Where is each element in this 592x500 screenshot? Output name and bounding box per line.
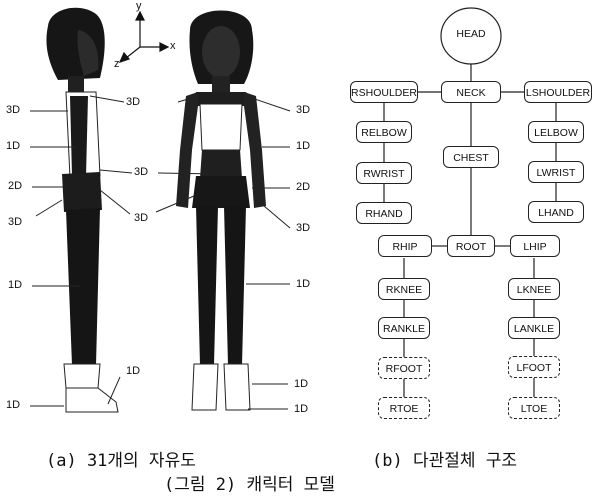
dof-label: 3D — [126, 96, 141, 108]
node-rhip: RHIP — [378, 235, 432, 257]
dof-label: 3D — [134, 166, 149, 178]
dof-label: 3D — [8, 216, 23, 228]
node-rfoot: RFOOT — [378, 357, 430, 379]
node-lshoulder: LSHOULDER — [524, 81, 592, 103]
caption-a: (a) 31개의 자유도 — [46, 451, 196, 471]
node-lhand: LHAND — [528, 201, 584, 223]
axis-label-y: y — [136, 0, 142, 12]
hierarchy-connectors — [383, 64, 557, 397]
node-lknee: LKNEE — [508, 278, 560, 300]
node-root: ROOT — [447, 235, 495, 257]
dof-label: 3D — [6, 104, 21, 116]
dof-label: 2D — [8, 180, 23, 192]
node-lfoot: LFOOT — [508, 356, 560, 378]
dof-label: 1D — [296, 278, 311, 290]
node-lankle: LANKLE — [508, 317, 560, 339]
node-lhip: LHIP — [510, 235, 560, 257]
figure-caption: (그림 2) 캐릭터 모델 — [164, 475, 335, 495]
dof-label: 1D — [126, 365, 141, 377]
dof-leader-lines — [30, 95, 291, 410]
node-rshoulder: RSHOULDER — [350, 81, 418, 103]
node-ltoe: LTOE — [508, 397, 560, 419]
axis-label-x: x — [170, 40, 176, 52]
character-side-view — [46, 7, 119, 413]
node-lelbow: LELBOW — [528, 121, 584, 143]
node-chest: CHEST — [443, 146, 499, 168]
node-relbow: RELBOW — [356, 121, 412, 143]
node-neck: NECK — [441, 81, 501, 103]
node-head: HEAD — [456, 28, 486, 40]
caption-b: (b) 다관절체 구조 — [372, 451, 518, 471]
dof-label: 1D — [6, 140, 21, 152]
node-rwrist: RWRIST — [356, 162, 412, 184]
node-rhand: RHAND — [356, 202, 412, 224]
axis-label-z: z — [114, 58, 120, 70]
dof-label: 3D — [134, 212, 149, 224]
head-node-circle — [440, 7, 502, 65]
dof-label: 1D — [6, 399, 21, 411]
dof-label: 3D — [296, 104, 311, 116]
node-rtoe: RTOE — [378, 397, 430, 419]
axis-indicator — [118, 10, 170, 63]
node-rankle: RANKLE — [378, 317, 430, 339]
dof-label: 2D — [296, 181, 311, 193]
dof-label: 1D — [294, 378, 309, 390]
dof-label: 1D — [294, 403, 309, 415]
character-front-view — [176, 10, 266, 411]
dof-label: 1D — [8, 279, 23, 291]
node-lwrist: LWRIST — [528, 161, 584, 183]
dof-label: 1D — [296, 140, 311, 152]
dof-label: 3D — [296, 222, 311, 234]
node-rknee: RKNEE — [378, 278, 430, 300]
